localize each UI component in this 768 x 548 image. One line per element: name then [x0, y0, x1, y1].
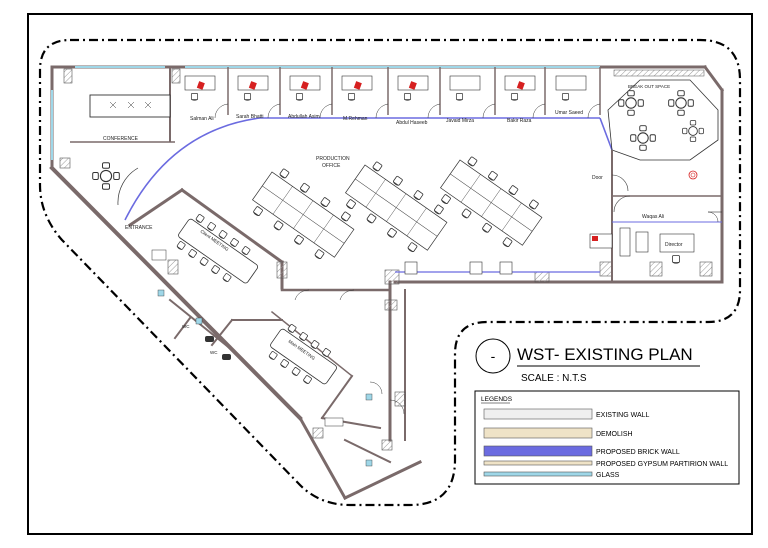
office-label-bakir: Bakir Raza [507, 118, 532, 124]
wc-rooms [151, 249, 405, 467]
legend-label: DEMOLISH [596, 431, 633, 438]
office-label-javaid: Javaid Mirza [446, 118, 474, 124]
wc-label-1: WC [182, 324, 190, 329]
legend-swatch [483, 408, 593, 420]
conference-room [70, 67, 175, 143]
glass-strips [51, 66, 600, 160]
legend-items: EXISTING WALL DEMOLISH PROPOSED BRICK WALL… [483, 408, 728, 479]
legend: LEGENDS EXISTING WALL DEMOLISH PROPOSED BR… [474, 390, 740, 485]
production-label-1: PRODUCTION [316, 156, 350, 162]
plan-title: WST- EXISTING PLAN [517, 345, 693, 364]
office-label-umar: Umar Saeed [555, 110, 583, 116]
production-label-2: OFFICE [322, 163, 341, 169]
legend-label: GLASS [596, 472, 620, 479]
legend-heading: LEGENDS [481, 396, 513, 403]
office-label-salman: Salman Ali [190, 116, 214, 122]
breakout-label: BREAK OUT SPACE [628, 84, 670, 89]
plan-scale: SCALE : N.T.S [521, 373, 587, 384]
columns [59, 68, 713, 451]
page-border [27, 13, 753, 535]
lounge-table [92, 162, 120, 190]
wc-label-2: WC [210, 350, 218, 355]
director-area [589, 150, 722, 282]
office-label-abdullah: Abdullah Asim [288, 114, 320, 120]
workstation-cluster-2 [345, 161, 448, 253]
main-meeting-room [268, 323, 337, 385]
legend-label: EXISTING WALL [596, 412, 650, 419]
legend-swatch [483, 427, 593, 439]
legend-swatch [483, 471, 593, 477]
workstation-cluster-3 [440, 156, 543, 248]
director-office-label: Waqas Ali [642, 214, 664, 220]
legend-label: PROPOSED BRICK WALL [596, 449, 680, 456]
legend-label: PROPOSED GYPSUM PARTIRION WALL [596, 461, 728, 468]
office-label-rehman: M.Rehman [343, 116, 368, 122]
door-label: Door [592, 175, 603, 181]
director-label: Director [665, 242, 683, 248]
office-label-haseeb: Abdul Haseeb [396, 120, 428, 126]
client-meeting-room [176, 213, 259, 284]
entrance-arc [117, 167, 139, 206]
title-symbol-circle [475, 338, 511, 374]
legend-swatch [483, 445, 593, 457]
conference-label: CONFERENCE [103, 136, 139, 142]
breakout-space [607, 69, 719, 180]
title-block: - WST- EXISTING PLAN SCALE : N.T.S [475, 338, 700, 384]
entrance-label: ENTRANCE [125, 225, 153, 231]
workstation-cluster-1 [252, 168, 355, 260]
office-label-sarah: Sarah Bhatti [236, 114, 264, 120]
legend-swatch [483, 460, 593, 466]
title-symbol: - [491, 348, 496, 364]
production-office [252, 156, 600, 275]
top-offices [124, 67, 613, 221]
